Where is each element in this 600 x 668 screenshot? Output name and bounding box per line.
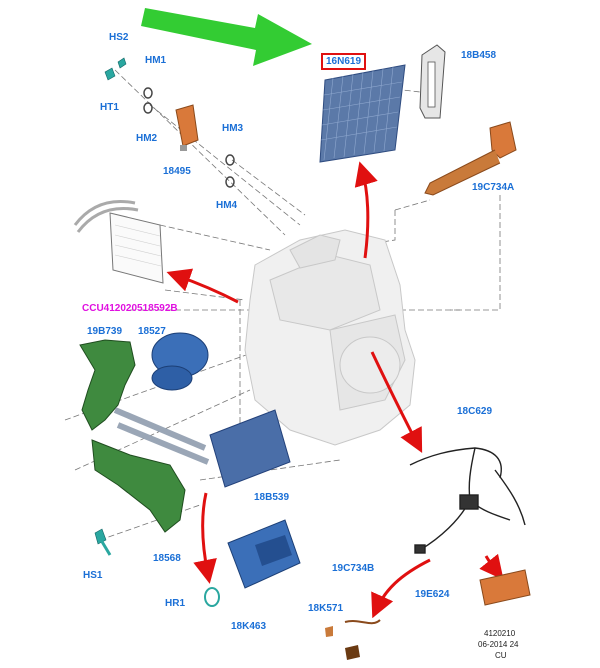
footer-ref: 4120210 bbox=[484, 629, 516, 638]
duct-18568 bbox=[91, 439, 186, 533]
label-18527: 18527 bbox=[138, 326, 166, 337]
label-hm2: HM2 bbox=[136, 133, 158, 144]
cabin-filter-16n619 bbox=[319, 64, 406, 163]
label-19c734b: 19C734B bbox=[332, 563, 375, 574]
label-18k463: 18K463 bbox=[231, 621, 267, 632]
label-19c734a: 19C734A bbox=[472, 182, 515, 193]
ring-hr1 bbox=[204, 587, 220, 607]
label-hm3: HM3 bbox=[222, 123, 244, 134]
label-19b739: 19B739 bbox=[87, 326, 123, 337]
wiring-harness-18c629 bbox=[409, 447, 526, 554]
label-18b458: 18B458 bbox=[461, 50, 497, 61]
label-ccu: CCU412020518592B bbox=[82, 303, 178, 314]
blower-motor-18527 bbox=[151, 332, 209, 391]
o-rings-hm bbox=[143, 87, 235, 188]
label-hm1: HM1 bbox=[145, 55, 167, 66]
label-18568: 18568 bbox=[153, 553, 181, 564]
red-arrows bbox=[166, 161, 504, 619]
sensor-19e624 bbox=[479, 569, 531, 606]
label-ht1: HT1 bbox=[100, 102, 119, 113]
label-hm4: HM4 bbox=[216, 200, 238, 211]
label-hr1: HR1 bbox=[165, 598, 186, 609]
footer-date: 06-2014 24 bbox=[478, 640, 519, 649]
evaporator bbox=[73, 199, 164, 284]
screws-hs2-ht1 bbox=[104, 57, 127, 81]
label-18495: 18495 bbox=[163, 166, 191, 177]
actuator-19c734a bbox=[424, 121, 517, 196]
label-18k571: 18K571 bbox=[308, 603, 344, 614]
label-18c629: 18C629 bbox=[457, 406, 493, 417]
green-callout-arrow bbox=[141, 8, 312, 66]
screw-hs1 bbox=[94, 528, 112, 556]
label-16n619-highlighted: 16N619 bbox=[321, 53, 367, 70]
label-19e624: 19E624 bbox=[415, 589, 450, 600]
duct-19b739 bbox=[79, 339, 136, 431]
hvac-housing bbox=[244, 229, 416, 446]
label-hs1: HS1 bbox=[83, 570, 103, 581]
expansion-valve-18495 bbox=[175, 104, 199, 151]
heater-core-18b539 bbox=[113, 407, 291, 488]
label-hs2: HS2 bbox=[109, 32, 129, 43]
small-parts-19c734b-18k571 bbox=[325, 619, 381, 660]
control-module-18k463 bbox=[227, 519, 301, 589]
footer-region: CU bbox=[495, 651, 507, 660]
label-18b539: 18B539 bbox=[254, 492, 290, 503]
bracket-18b458 bbox=[419, 44, 446, 119]
